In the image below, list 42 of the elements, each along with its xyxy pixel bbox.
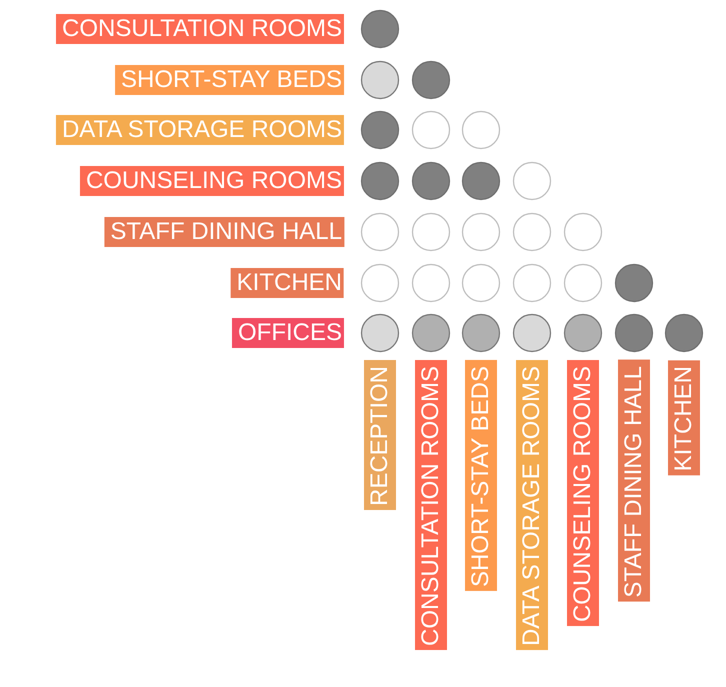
row-label: CONSULTATION ROOMS: [56, 14, 344, 44]
row-label: STAFF DINING HALL: [104, 216, 344, 247]
column-label: STAFF DINING HALL: [618, 360, 650, 602]
row-label: DATA STORAGE ROOMS: [56, 115, 344, 146]
rating-dot: [512, 262, 552, 302]
row-label: SHORT-STAY BEDS: [115, 64, 344, 95]
rating-dot: [360, 9, 400, 49]
rating-dot: [614, 313, 654, 354]
column-label: RECEPTION: [364, 360, 396, 510]
row-label: KITCHEN: [230, 268, 344, 298]
rating-dot: [562, 262, 603, 302]
rating-dot: [664, 313, 704, 354]
rating-dot: [360, 262, 400, 302]
column-label: CONSULTATION ROOMS: [414, 360, 447, 650]
rating-dot: [512, 313, 552, 354]
row-label: COUNSELING ROOMS: [80, 166, 344, 196]
row-label: OFFICES: [232, 318, 344, 348]
rating-dot: [410, 110, 451, 150]
rating-dot: [562, 212, 603, 252]
rating-dot: [360, 212, 400, 252]
column-label: SHORT-STAY BEDS: [465, 360, 498, 591]
rating-dot: [410, 161, 451, 202]
rating-dot: [461, 262, 502, 302]
rating-dot: [461, 212, 502, 252]
rating-dot: [410, 60, 451, 100]
column-label: DATA STORAGE ROOMS: [516, 360, 548, 650]
rating-dot: [512, 212, 552, 252]
rating-dot: [360, 60, 400, 100]
rating-dot: [360, 110, 400, 150]
rating-dot: [562, 313, 603, 354]
rating-dot: [360, 161, 400, 202]
column-label: COUNSELING ROOMS: [566, 360, 599, 626]
rating-dot: [461, 313, 502, 354]
column-label: KITCHEN: [668, 360, 700, 476]
rating-dot: [410, 212, 451, 252]
rating-dot: [410, 313, 451, 354]
rating-dot: [461, 110, 502, 150]
rating-dot: [410, 262, 451, 302]
rating-dot: [360, 313, 400, 354]
rating-dot: [461, 161, 502, 202]
rating-dot: [512, 161, 552, 202]
rating-dot: [614, 262, 654, 302]
